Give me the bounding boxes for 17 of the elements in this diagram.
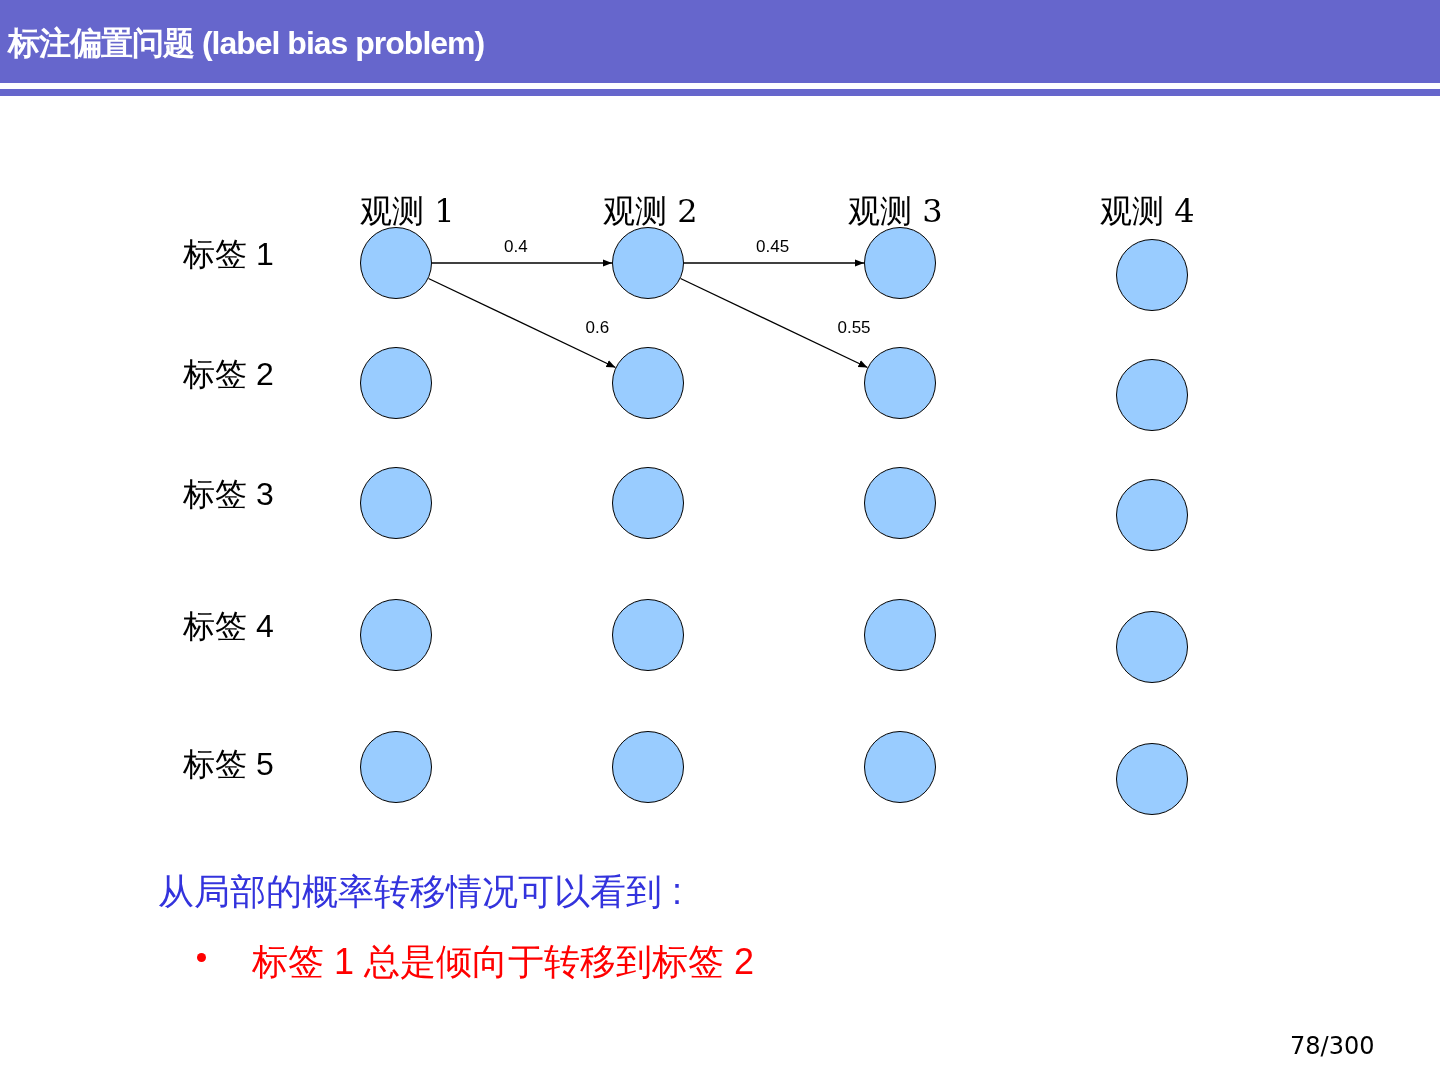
page-number: 78/300 (1290, 1032, 1375, 1060)
row-label: 标签 4 (183, 607, 274, 646)
column-heading: 观测 4 (1100, 191, 1195, 232)
arrow (679, 277, 869, 369)
bullet-text: 标签 1 总是倾向于转移到标签 2 (252, 940, 755, 984)
column-heading: 观测 1 (360, 191, 455, 232)
row-label: 标签 1 (183, 235, 274, 274)
slide-title: 标注偏置问题 (label bias problem) (8, 24, 485, 63)
column-heading: 观测 2 (603, 191, 698, 232)
row-label: 标签 5 (183, 745, 274, 784)
row-label: 标签 3 (183, 475, 274, 514)
column-heading: 观测 3 (848, 191, 943, 232)
note-text: 从局部的概率转移情况可以看到 : (158, 870, 682, 914)
arrow (427, 277, 617, 369)
row-label: 标签 2 (183, 355, 274, 394)
arrow (683, 259, 865, 267)
arrow (431, 259, 613, 267)
